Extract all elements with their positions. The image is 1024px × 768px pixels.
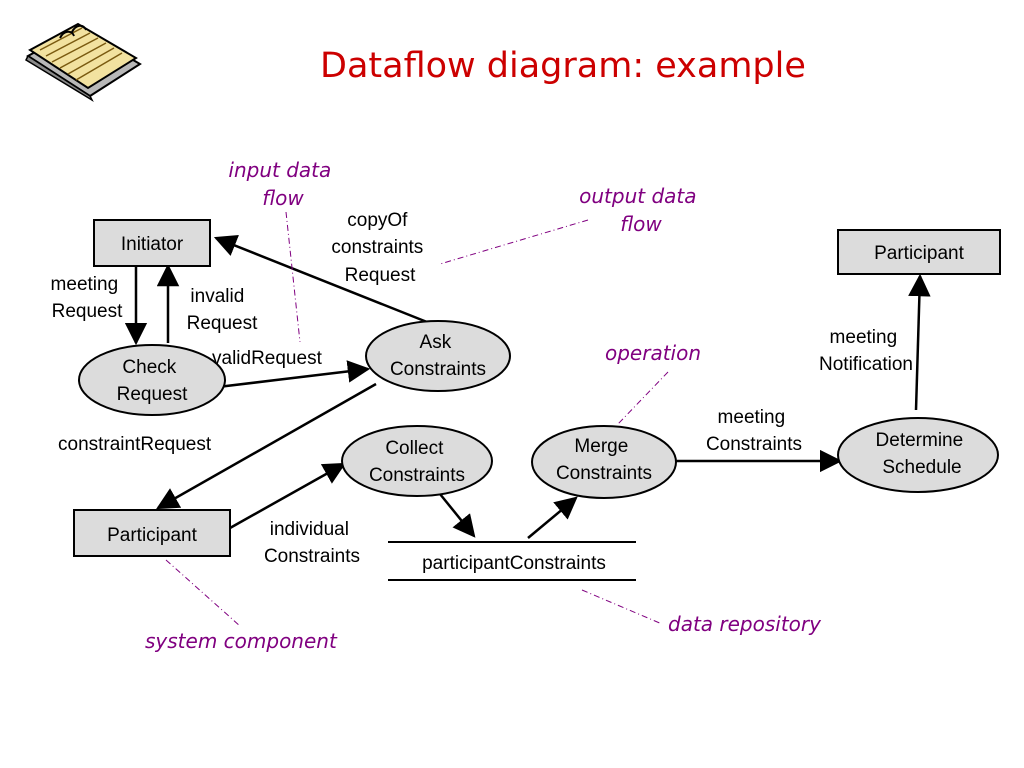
operation-collect-constraints: Collect Constraints	[341, 425, 493, 497]
operation-determine-schedule: Determine Schedule	[837, 417, 999, 493]
flow-label-valid-request: validRequest	[212, 348, 323, 369]
flow-arrow-copy-of-constraints-request	[213, 235, 433, 326]
operation-ask-constraints-label: Ask Constraints	[390, 332, 486, 380]
annotation-data-repository: data repository	[668, 612, 822, 636]
flow-arrow-collect-to-repository	[439, 493, 476, 538]
flow-arrow-constraint-request	[156, 382, 377, 510]
page-title: Dataflow diagram: example	[320, 46, 806, 86]
pointer-input-data-flow	[285, 211, 301, 343]
annotation-output-data-flow: output data flow	[579, 184, 703, 236]
operation-merge-constraints-label: Merge Constraints	[556, 436, 652, 484]
component-participant-bottom-label: Participant	[107, 525, 197, 546]
annotations: input data flow output data flow operati…	[145, 158, 822, 653]
data-repository-participant-constraints: participantConstraints	[388, 541, 636, 581]
pointer-operation	[617, 371, 669, 425]
flow-labels: meeting Request invalid Request validReq…	[51, 210, 913, 567]
flow-arrow-individual-constraints	[229, 462, 346, 530]
flow-arrow-repository-to-merge	[527, 496, 578, 539]
flow-label-constraint-request: constraintRequest	[58, 434, 212, 455]
open-book-icon	[25, 22, 142, 102]
component-participant-top-label: Participant	[874, 243, 964, 264]
annotation-pointers	[165, 211, 669, 627]
flow-label-individual-constraints: individual Constraints	[264, 519, 360, 567]
component-participant-top: Participant	[837, 229, 1001, 275]
operation-ask-constraints: Ask Constraints	[365, 320, 511, 392]
data-repository-label: participantConstraints	[422, 553, 606, 574]
annotation-input-data-flow: input data flow	[228, 158, 337, 210]
pointer-data-repository	[581, 589, 663, 625]
flow-label-copy-of-constraints-request: copyOf constraints Request	[331, 210, 428, 286]
flow-arrow-valid-request	[217, 360, 371, 389]
component-participant-bottom: Participant	[73, 509, 231, 557]
component-initiator: Initiator	[93, 219, 211, 267]
flow-lines	[124, 235, 931, 539]
operation-check-request: Check Request	[78, 344, 226, 416]
annotation-operation: operation	[605, 341, 701, 365]
pointer-output-data-flow	[439, 219, 589, 265]
operation-merge-constraints: Merge Constraints	[531, 425, 677, 499]
flow-label-meeting-notification: meeting Notification	[819, 327, 913, 375]
flow-label-meeting-request: meeting Request	[51, 274, 124, 322]
flow-label-meeting-constraints: meeting Constraints	[706, 407, 802, 455]
component-initiator-label: Initiator	[121, 234, 184, 255]
flow-label-invalid-request: invalid Request	[187, 286, 258, 334]
operation-collect-constraints-label: Collect Constraints	[369, 438, 465, 486]
operation-check-request-label: Check Request	[117, 357, 188, 405]
annotation-system-component: system component	[145, 629, 338, 653]
flow-arrow-meeting-notification	[908, 273, 931, 411]
operation-determine-schedule-label: Determine Schedule	[876, 430, 969, 478]
pointer-system-component	[165, 559, 241, 627]
